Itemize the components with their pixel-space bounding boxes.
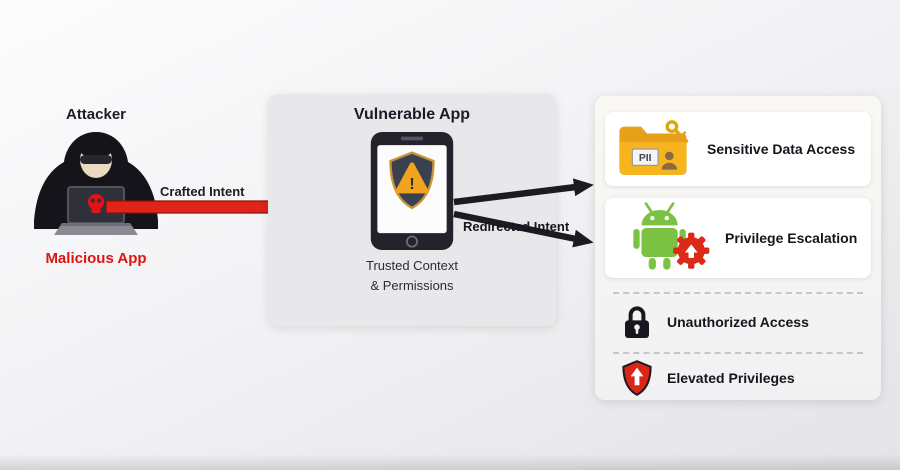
outcome-label-privilege-escalation: Privilege Escalation [725, 229, 858, 246]
redirected-intent-label: Redirected Intent [463, 219, 570, 234]
attacker-label: Attacker [65, 106, 127, 123]
outcome-card-privilege-escalation: Privilege Escalation [605, 198, 871, 278]
outcome-label-elevated-privileges: Elevated Privileges [667, 369, 795, 386]
outcome-row-unauthorized-access: Unauthorized Access [613, 300, 865, 344]
folder-pii-key-icon: PII [615, 118, 697, 180]
hacker-hoodie-icon [34, 132, 158, 235]
malicious-app-label: Malicious App [45, 250, 147, 267]
crafted-intent-label: Crafted Intent [160, 184, 245, 199]
pii-badge: PII [639, 153, 652, 164]
android-gear-icon [615, 200, 715, 276]
attacker-group: Attacker Malicious App [20, 106, 172, 267]
redirected-intent-arrows [453, 178, 594, 248]
outcome-card-sensitive-data-access: PII Sensitive Data Access [605, 112, 871, 186]
shield-up-arrow-icon [621, 359, 653, 397]
dashed-divider [613, 352, 863, 354]
outcome-label-unauthorized-access: Unauthorized Access [667, 313, 809, 330]
vulnerable-app-box: Vulnerable App ! Trusted Context & Permi… [268, 94, 556, 326]
padlock-icon [621, 303, 653, 341]
outcomes-panel: PII Sensitive Data Access [595, 96, 881, 400]
dashed-divider [613, 292, 863, 294]
warning-exclamation-mark: ! [409, 176, 414, 193]
caption-line-2: & Permissions [370, 277, 454, 293]
phone-shield-warning-icon: ! [370, 132, 454, 250]
outcome-label-sensitive-data-access: Sensitive Data Access [707, 140, 856, 157]
vulnerable-app-title: Vulnerable App [353, 106, 471, 123]
vulnerable-app-caption: Trusted Context & Permissions [268, 256, 556, 295]
outcome-row-elevated-privileges: Elevated Privileges [613, 358, 865, 398]
caption-line-1: Trusted Context [365, 258, 458, 273]
